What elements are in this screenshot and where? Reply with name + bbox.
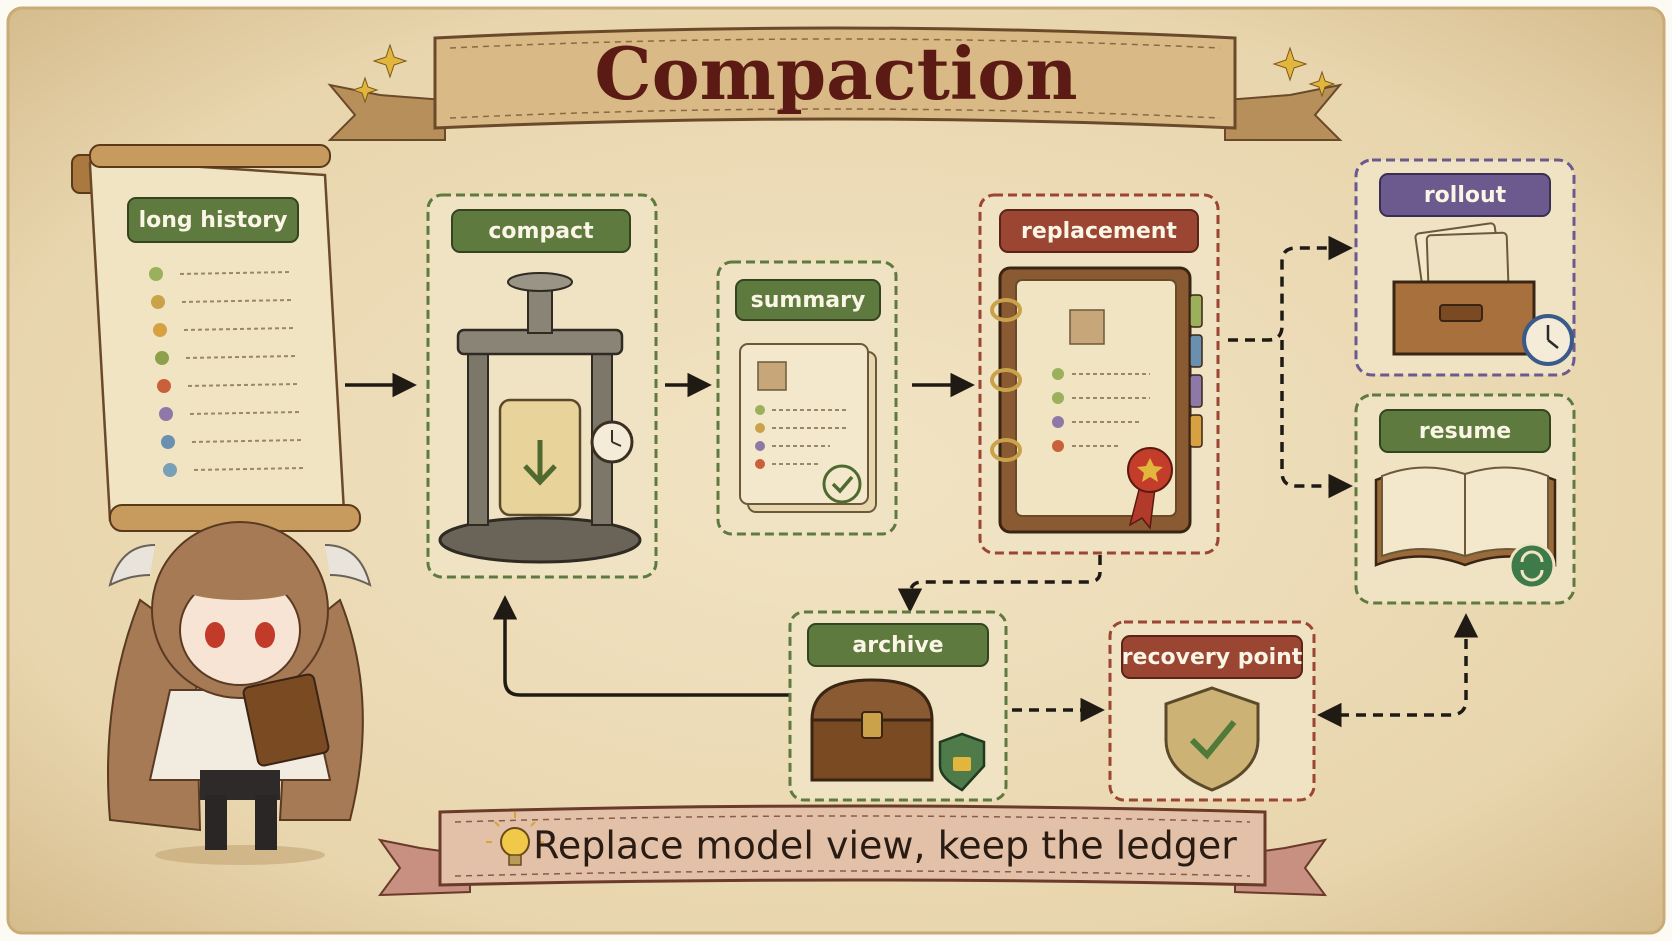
title-banner: Compaction	[327, 26, 1343, 141]
arrow-archive-to-compact	[492, 595, 790, 697]
arrow-replacement-to-rollout	[1228, 235, 1353, 342]
compact-node: compact	[426, 193, 658, 579]
rollout-node: rollout	[1354, 158, 1576, 377]
recovery-point-label: recovery point	[1122, 645, 1303, 670]
arrow-replacement-to-resume	[1280, 340, 1353, 499]
caption-text: Replace model view, keep the ledger	[533, 824, 1237, 868]
flow-arrows	[345, 235, 1479, 728]
resume-label: resume	[1419, 419, 1511, 444]
character-icon	[107, 521, 372, 865]
summary-label: summary	[751, 288, 866, 313]
replacement-node: replacement	[978, 193, 1220, 555]
rollout-label: rollout	[1424, 183, 1507, 208]
shield-check-icon	[1164, 686, 1260, 792]
arrow-recovery-to-resume	[1317, 613, 1479, 728]
recovery-point-node: recovery point	[1108, 620, 1316, 802]
file-box-icon	[1392, 222, 1574, 366]
summary-node: summary	[716, 260, 898, 536]
diagram-title: Compaction	[594, 31, 1077, 116]
press-icon	[438, 272, 642, 564]
arrow-replacement-to-archive	[897, 555, 1102, 613]
resume-node: resume	[1354, 393, 1576, 605]
document-icon	[739, 343, 877, 513]
long-history-node: long history	[71, 144, 361, 532]
sparkle-icon	[351, 43, 1336, 104]
binder-icon	[990, 266, 1203, 534]
history-list	[149, 267, 305, 477]
open-book-icon	[1374, 466, 1557, 590]
archive-label: archive	[852, 633, 943, 658]
lightbulb-icon	[486, 812, 544, 866]
caption-banner: Replace model view, keep the ledger	[377, 804, 1328, 897]
chest-icon	[810, 678, 986, 792]
replacement-label: replacement	[1021, 219, 1177, 244]
long-history-label: long history	[139, 208, 288, 233]
archive-node: archive	[788, 610, 1008, 802]
compact-label: compact	[488, 219, 594, 244]
